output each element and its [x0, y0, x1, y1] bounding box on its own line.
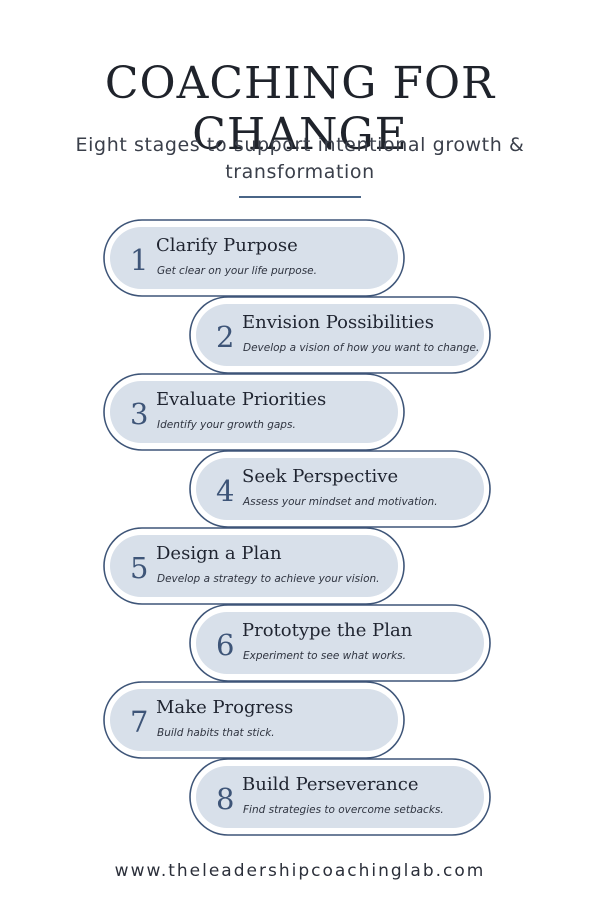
stage-number: 2 — [216, 320, 235, 354]
stage-number: 6 — [216, 628, 235, 662]
stage-description: Assess your mindset and motivation. — [243, 496, 438, 508]
stage-description: Build habits that stick. — [157, 727, 275, 739]
stage-7: 7 Make Progress Build habits that stick. — [110, 689, 398, 751]
stage-pill — [110, 535, 398, 597]
stage-name: Prototype the Plan — [242, 620, 413, 641]
stage-5: 5 Design a Plan Develop a strategy to ac… — [110, 535, 398, 597]
stage-name: Make Progress — [156, 697, 294, 718]
stage-pill — [196, 612, 484, 674]
stage-description: Get clear on your life purpose. — [157, 265, 317, 277]
stage-name: Clarify Purpose — [156, 235, 298, 256]
stage-name: Evaluate Priorities — [156, 389, 327, 410]
stage-3: 3 Evaluate Priorities Identify your grow… — [110, 381, 398, 443]
stage-description: Develop a vision of how you want to chan… — [243, 342, 480, 354]
page-subtitle: Eight stages to support intentional grow… — [75, 134, 525, 183]
stage-number: 5 — [130, 551, 149, 585]
stage-2: 2 Envision Possibilities Develop a visio… — [196, 304, 484, 366]
stage-pill — [196, 766, 484, 828]
title-divider — [239, 196, 361, 198]
stage-number: 1 — [130, 243, 149, 277]
stage-pill — [196, 458, 484, 520]
stage-1: 1 Clarify Purpose Get clear on your life… — [110, 227, 398, 289]
stage-pill — [110, 227, 398, 289]
page-title: COACHING FOR CHANGE — [104, 58, 496, 160]
stage-name: Build Perseverance — [242, 774, 419, 795]
stage-4: 4 Seek Perspective Assess your mindset a… — [196, 458, 484, 520]
stage-8: 8 Build Perseverance Find strategies to … — [196, 766, 484, 828]
pill-fills — [110, 227, 484, 828]
stage-description: Identify your growth gaps. — [157, 419, 296, 431]
stage-description: Develop a strategy to achieve your visio… — [157, 573, 380, 585]
stage-description: Experiment to see what works. — [243, 650, 406, 662]
stage-number: 8 — [216, 782, 235, 816]
stage-6: 6 Prototype the Plan Experiment to see w… — [196, 612, 484, 674]
stage-number: 3 — [130, 397, 149, 431]
stage-number: 4 — [216, 474, 235, 508]
stage-name: Design a Plan — [156, 543, 282, 564]
stage-pill — [110, 689, 398, 751]
stage-number: 7 — [130, 705, 149, 739]
stage-pill — [196, 304, 484, 366]
stage-name: Seek Perspective — [242, 466, 399, 487]
website-url: www.theleadershipcoachinglab.com — [114, 861, 486, 881]
stage-name: Envision Possibilities — [242, 312, 434, 333]
stage-pill — [110, 381, 398, 443]
stage-description: Find strategies to overcome setbacks. — [243, 804, 444, 816]
